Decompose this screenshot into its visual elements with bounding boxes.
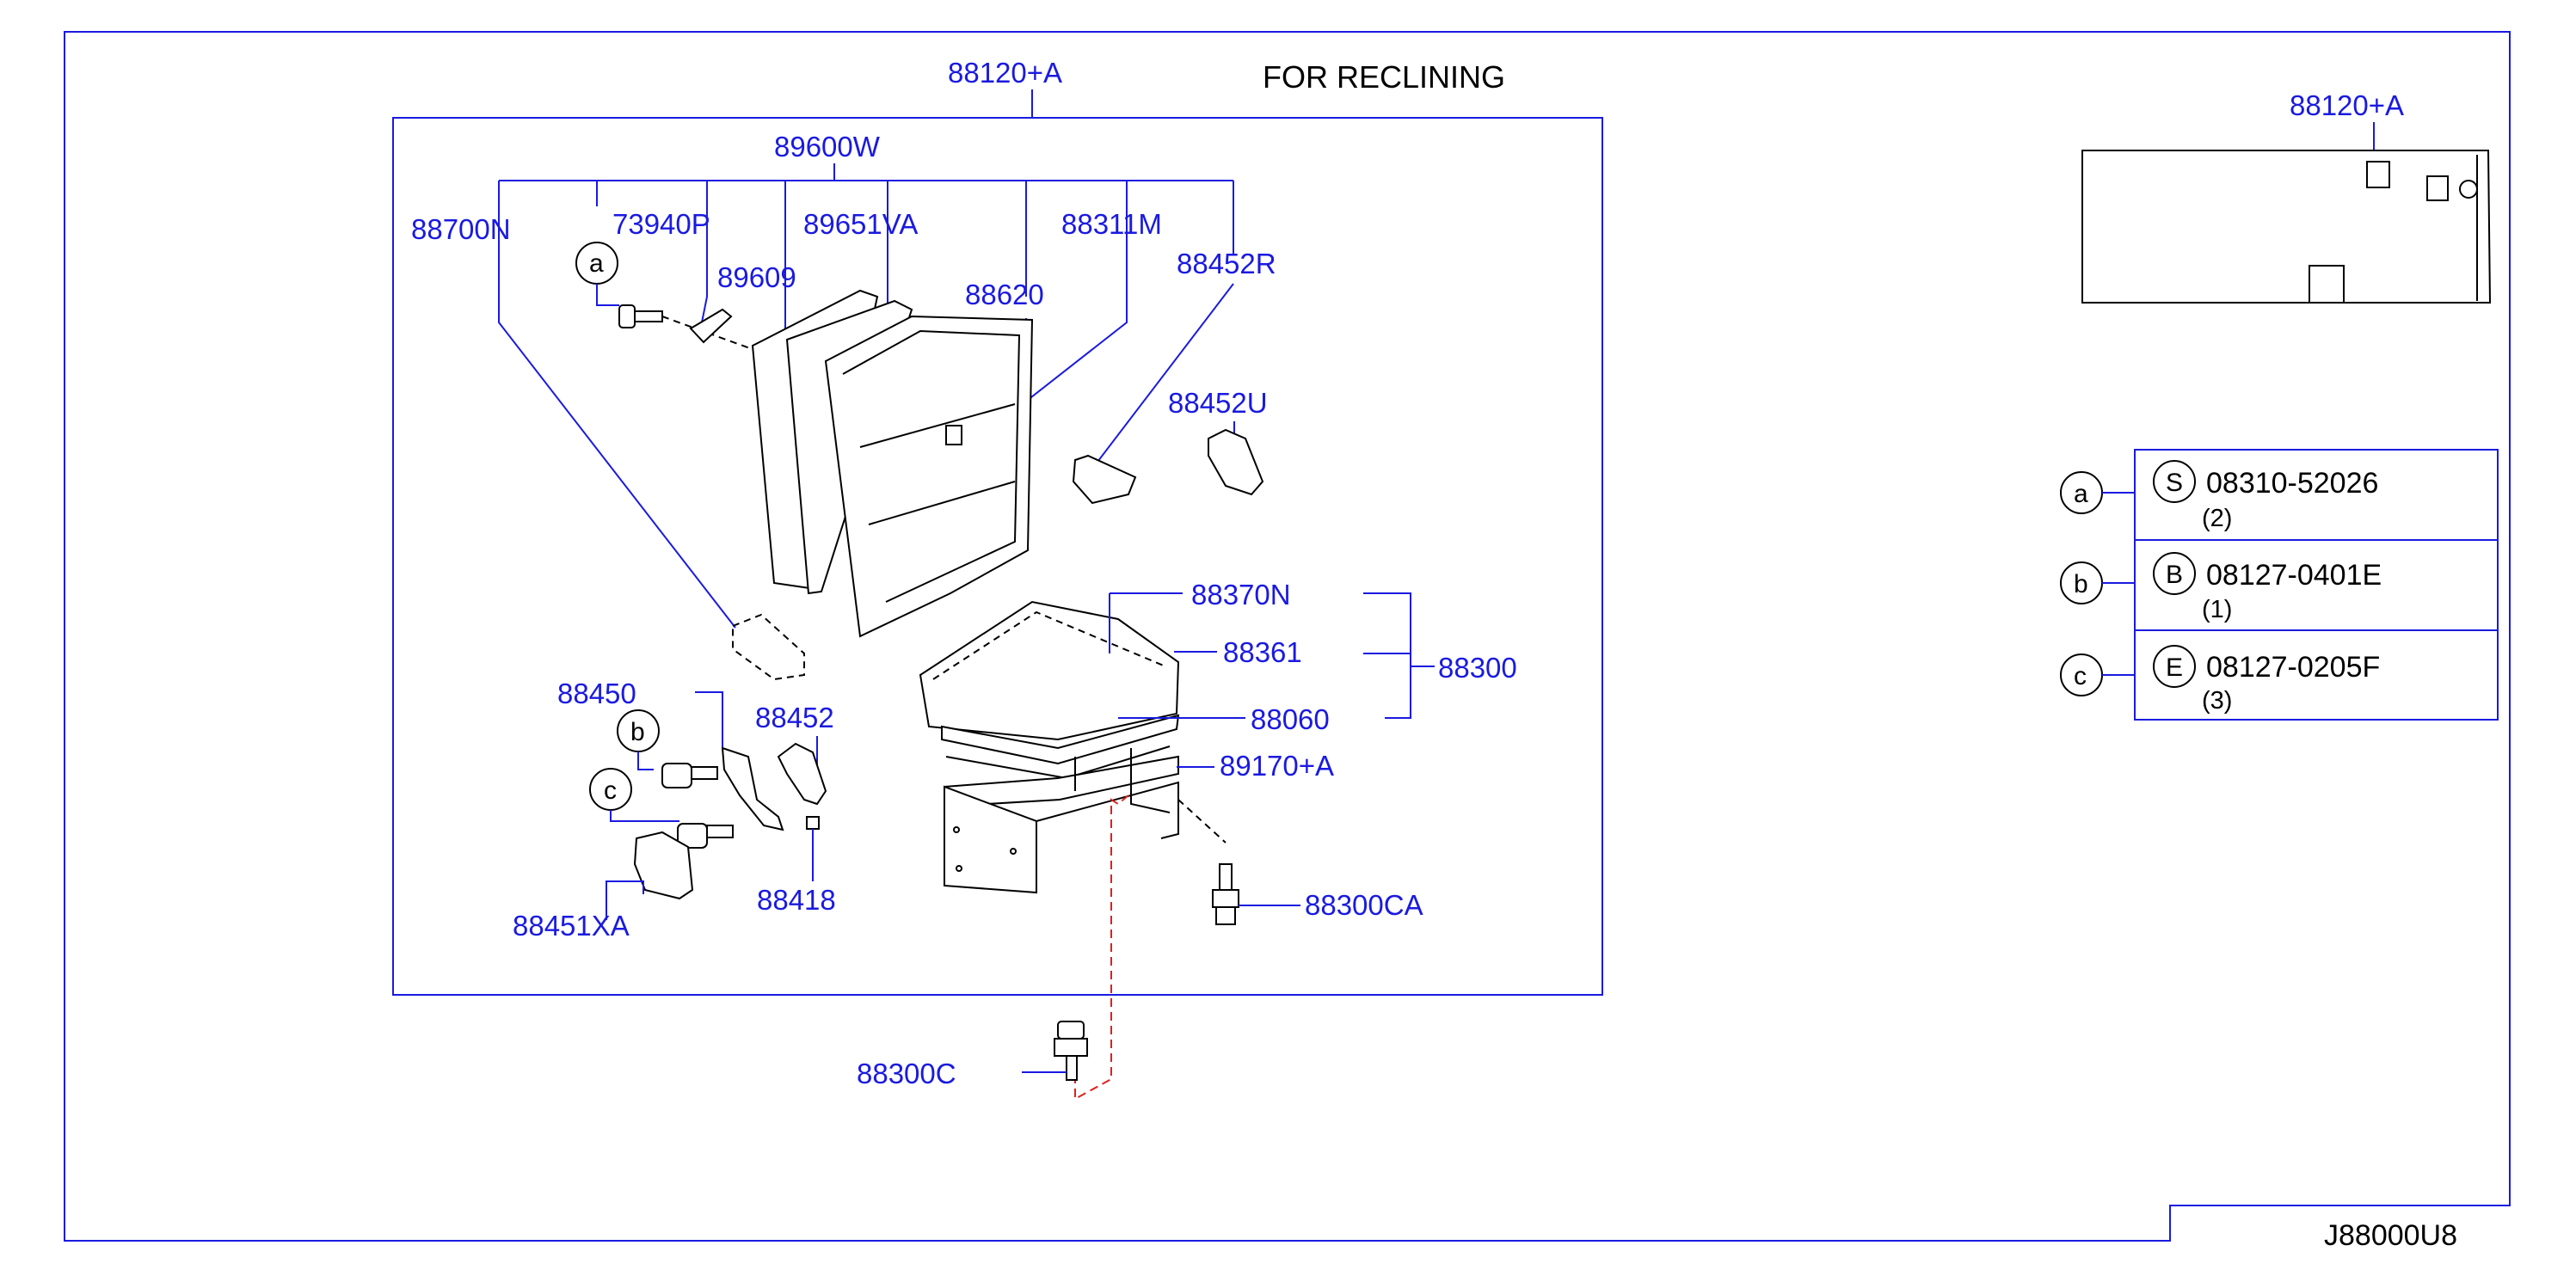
fastener-row-b[interactable]: b B 08127-0401E (1) xyxy=(2060,552,2382,623)
callout-88300ca[interactable]: 88300CA xyxy=(1305,889,1423,921)
callout-88361[interactable]: 88361 xyxy=(1223,636,1302,668)
callout-88620[interactable]: 88620 xyxy=(965,279,1044,310)
callout-88452[interactable]: 88452 xyxy=(755,702,834,733)
part-88452u xyxy=(1208,428,1264,496)
part-code-b: 08127-0401E xyxy=(2206,559,2382,592)
seat-cushion xyxy=(919,600,1180,780)
callout-89600w[interactable]: 89600W xyxy=(774,131,881,163)
page-title: FOR RECLINING xyxy=(1263,59,1505,95)
part-code-a: 08310-52026 xyxy=(2206,467,2378,500)
callout-88370n[interactable]: 88370N xyxy=(1191,579,1291,610)
callout-88452u[interactable]: 88452U xyxy=(1168,387,1268,419)
leader-88452r xyxy=(1091,283,1234,469)
callout-88300[interactable]: 88300 xyxy=(1438,652,1517,684)
marker-c-label: c xyxy=(2074,662,2087,690)
bracket-88300 xyxy=(1363,592,1435,719)
callout-88311m[interactable]: 88311M xyxy=(1061,208,1162,240)
callout-89609[interactable]: 89609 xyxy=(717,261,796,293)
part-88452r xyxy=(1072,454,1137,505)
leader-88451xa xyxy=(606,880,644,920)
leader-88700n xyxy=(498,262,736,629)
leader-88450 xyxy=(695,691,723,748)
dash-88300ca xyxy=(1177,799,1227,844)
symbol-s xyxy=(2153,460,2196,503)
callout-88418[interactable]: 88418 xyxy=(757,884,836,916)
red-dash-88300c xyxy=(1074,794,1129,1101)
callout-89170a[interactable]: 89170+A xyxy=(1220,750,1334,782)
qty-c: (3) xyxy=(2202,687,2232,715)
marker-b-label: b xyxy=(2074,570,2088,598)
callout-88120a-small[interactable]: 88120+A xyxy=(2290,89,2404,121)
symbol-e xyxy=(2153,645,2196,688)
callout-88120a-main[interactable]: 88120+A xyxy=(948,57,1062,89)
outer-frame xyxy=(64,31,2511,1242)
fastener-row-c[interactable]: c E 08127-0205F (3) xyxy=(2060,645,2380,715)
part-73940p xyxy=(689,308,733,344)
leader-73940p xyxy=(700,206,708,328)
marker-c-diagram-label: c xyxy=(604,776,617,805)
part-88300c xyxy=(1054,1021,1088,1081)
callout-89651va[interactable]: 89651VA xyxy=(803,208,918,240)
callout-88700n[interactable]: 88700N xyxy=(411,213,511,245)
symbol-e-label: E xyxy=(2166,653,2183,682)
part-88452 xyxy=(777,742,827,806)
marker-a-diagram-label: a xyxy=(589,249,604,278)
part-code-c: 08127-0205F xyxy=(2206,651,2380,684)
fastener-table xyxy=(2134,449,2499,721)
leader-marker-b xyxy=(637,751,654,770)
callout-73940p[interactable]: 73940P xyxy=(612,208,710,240)
part-88700n xyxy=(732,613,805,681)
marker-b-diagram-label: b xyxy=(630,718,645,746)
qty-a: (2) xyxy=(2202,505,2232,532)
seat-back xyxy=(751,289,1034,638)
assembly-preview xyxy=(2081,150,2492,304)
leader-marker-a xyxy=(596,284,619,306)
callout-88452r[interactable]: 88452R xyxy=(1177,248,1276,279)
assembly-box xyxy=(392,117,1603,996)
seat-base xyxy=(944,748,1179,894)
screw-a-part xyxy=(618,304,758,352)
diagram-id: J88000U8 xyxy=(2324,1219,2457,1252)
callout-88451xa[interactable]: 88451XA xyxy=(513,910,630,942)
symbol-b-label: B xyxy=(2166,561,2183,589)
symbol-b xyxy=(2153,552,2196,595)
part-88451xa xyxy=(633,831,694,900)
qty-b: (1) xyxy=(2202,596,2232,623)
symbol-s-label: S xyxy=(2166,469,2183,497)
part-88300ca xyxy=(1212,863,1239,925)
marker-a-label: a xyxy=(2074,480,2088,508)
part-88418 xyxy=(806,816,820,830)
fastener-row-a[interactable]: a S 08310-52026 (2) xyxy=(2060,460,2378,532)
callout-88060[interactable]: 88060 xyxy=(1251,703,1330,735)
callout-88450[interactable]: 88450 xyxy=(557,678,636,709)
leader-marker-c xyxy=(610,810,679,822)
recliner-bracket xyxy=(661,746,784,849)
callout-88300c[interactable]: 88300C xyxy=(857,1058,956,1089)
